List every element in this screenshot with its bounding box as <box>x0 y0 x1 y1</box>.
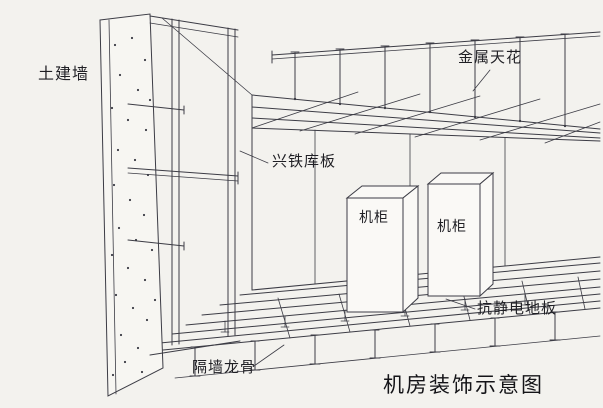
label-cabinet-left: 机柜 <box>359 211 389 226</box>
label-civil-wall: 土建墙 <box>38 66 90 83</box>
ceiling-hanger-rods <box>271 31 601 128</box>
label-metal-ceiling: 金属天花 <box>458 50 523 66</box>
label-cabinet-right: 机柜 <box>437 220 467 235</box>
leader-lines <box>239 69 491 367</box>
cabinets <box>345 171 495 314</box>
civil-wall <box>99 13 164 397</box>
label-partition-keel: 隔墙龙骨 <box>192 360 257 376</box>
label-steel-panel: 兴铁库板 <box>272 154 337 170</box>
diagram-title: 机房装饰示意图 <box>383 373 544 397</box>
floor-pedestals <box>189 293 561 377</box>
partition-keel-studs <box>127 15 253 356</box>
label-antistatic-floor: 抗静电地板 <box>477 301 558 317</box>
metal-ceiling-grid <box>251 91 601 144</box>
